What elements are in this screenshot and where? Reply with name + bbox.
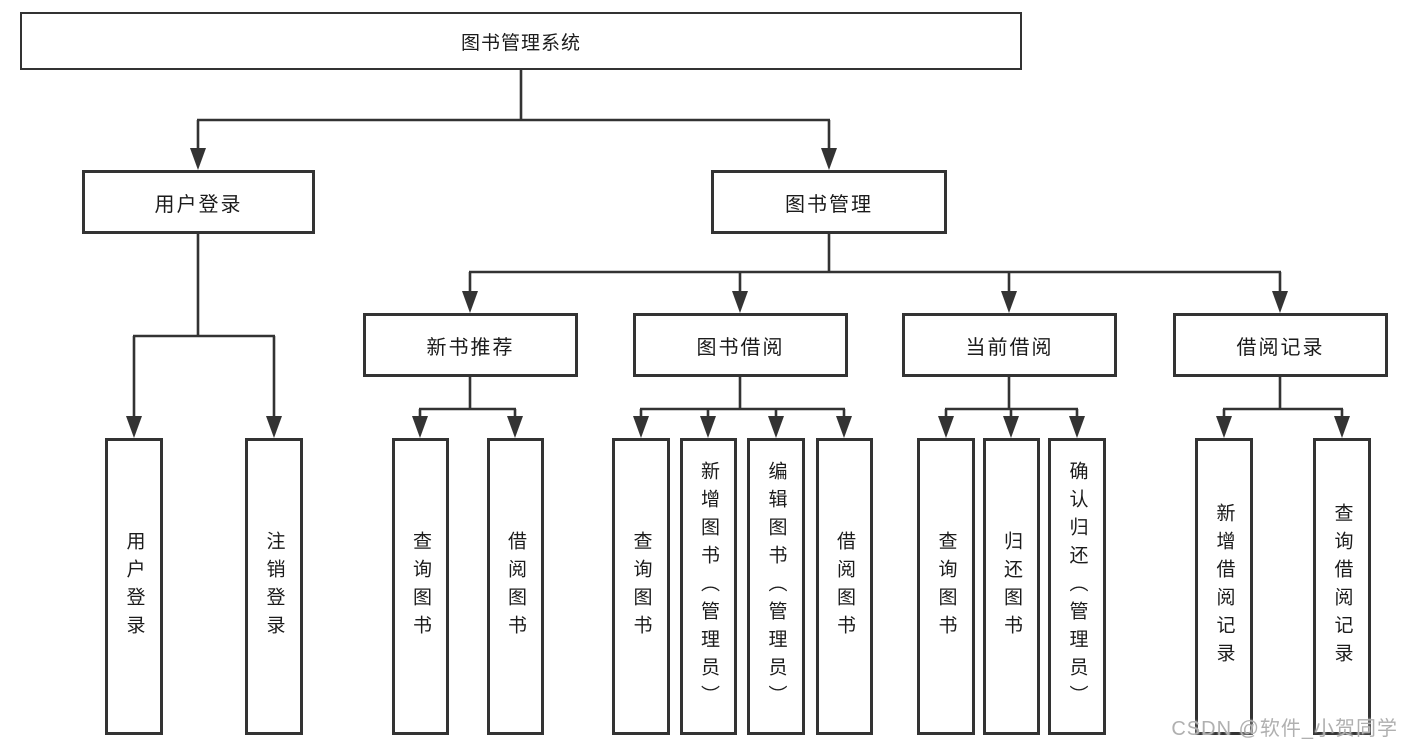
leaf-borrow-books-borrowing: 借阅图书 — [816, 438, 873, 735]
arrowhead-leaf-add-book — [700, 416, 716, 438]
arrowhead-new-book-recommendation — [462, 291, 478, 313]
arrowhead-user-login — [190, 148, 206, 170]
arrowhead-leaf-query-record — [1334, 416, 1350, 438]
leaf-query-books-current: 查询图书 — [917, 438, 975, 735]
arrowhead-leaf-user-login — [126, 416, 142, 438]
arrowhead-leaf-confirm-return — [1069, 416, 1085, 438]
node-borrow-records: 借阅记录 — [1173, 313, 1388, 377]
arrowhead-leaf-logout — [266, 416, 282, 438]
leaf-query-books-recommend: 查询图书 — [392, 438, 449, 735]
arrowhead-book-management — [821, 148, 837, 170]
node-user-login: 用户登录 — [82, 170, 315, 234]
leaf-user-login: 用户登录 — [105, 438, 163, 735]
arrowhead-leaf-borrow-books-2 — [836, 416, 852, 438]
leaf-borrow-books-recommend: 借阅图书 — [487, 438, 544, 735]
arrowhead-borrow-records — [1272, 291, 1288, 313]
arrowhead-book-borrowing — [732, 291, 748, 313]
leaf-edit-book-admin: 编辑图书（管理员） — [747, 438, 805, 735]
arrowhead-leaf-query-books-1 — [412, 416, 428, 438]
leaf-add-borrow-record: 新增借阅记录 — [1195, 438, 1253, 735]
leaf-query-books-borrowing: 查询图书 — [612, 438, 670, 735]
connector-borrowing-to-leaves — [639, 377, 846, 421]
connector-root-to-level2 — [196, 69, 831, 152]
connector-current-to-leaves — [944, 377, 1079, 421]
node-root-system: 图书管理系统 — [20, 12, 1022, 70]
arrowhead-leaf-query-books-2 — [633, 416, 649, 438]
arrowhead-leaf-return-book — [1003, 416, 1019, 438]
arrowhead-leaf-edit-book — [768, 416, 784, 438]
leaf-logout-login: 注销登录 — [245, 438, 303, 735]
leaf-return-book: 归还图书 — [983, 438, 1040, 735]
node-book-management: 图书管理 — [711, 170, 947, 234]
leaf-add-book-admin: 新增图书（管理员） — [680, 438, 737, 735]
connector-recommend-to-leaves — [418, 377, 517, 421]
arrowhead-leaf-query-books-3 — [938, 416, 954, 438]
leaf-confirm-return-admin: 确认归还（管理员） — [1048, 438, 1106, 735]
connector-records-to-leaves — [1222, 377, 1344, 421]
node-current-borrowing: 当前借阅 — [902, 313, 1117, 377]
leaf-query-borrow-record: 查询借阅记录 — [1313, 438, 1371, 735]
arrowhead-leaf-borrow-books-1 — [507, 416, 523, 438]
arrowhead-current-borrowing — [1001, 291, 1017, 313]
connector-bookmgmt-to-level3 — [468, 234, 1282, 295]
node-new-book-recommendation: 新书推荐 — [363, 313, 578, 377]
connector-userlogin-to-leaves — [132, 234, 276, 420]
csdn-watermark: CSDN @软件_小贺同学 — [1171, 718, 1398, 740]
node-book-borrowing: 图书借阅 — [633, 313, 848, 377]
arrowhead-leaf-add-record — [1216, 416, 1232, 438]
